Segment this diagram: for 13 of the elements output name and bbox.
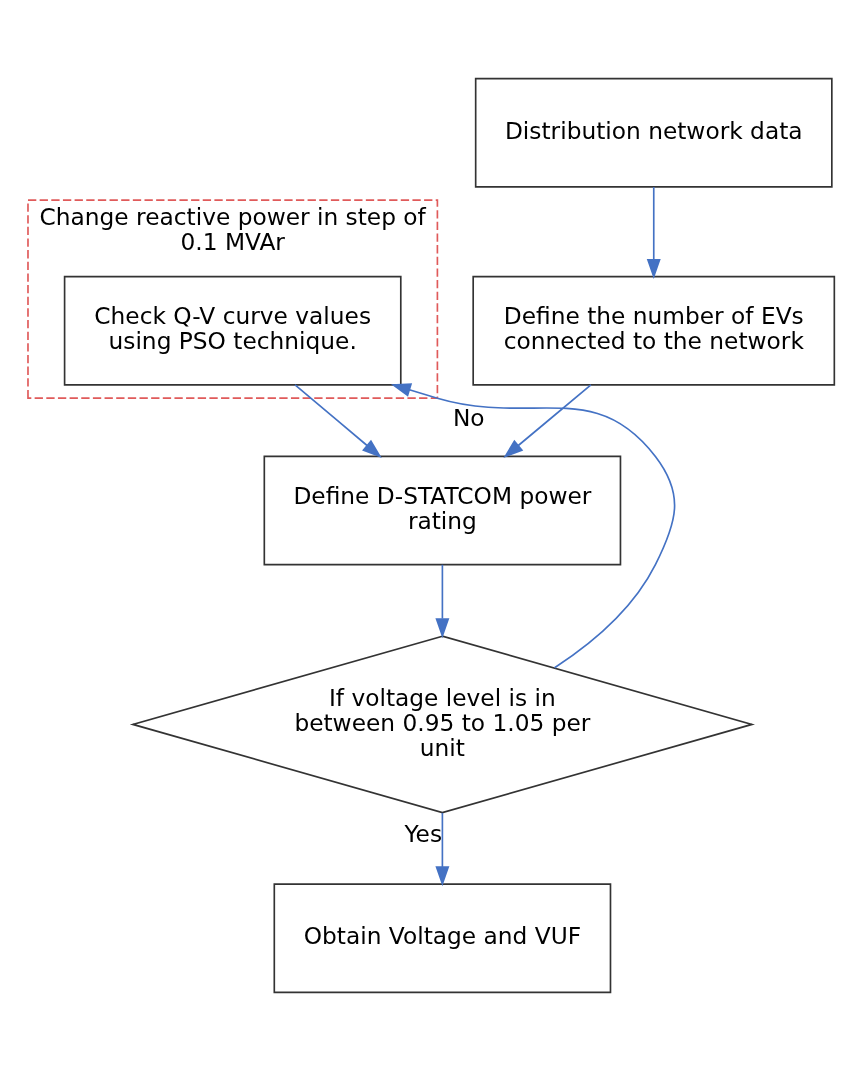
node-box: Check Q-V curve values using PSO technique. (63, 275, 402, 386)
edge-label: No (452, 403, 485, 431)
arrow (435, 811, 450, 886)
node-box: Define D-STATCOM power rating (263, 455, 622, 565)
node-box: Define the number of EVs connected to the network (472, 275, 836, 386)
node-diamond: If voltage level is in between 0.95 to 1.05 per unit (129, 634, 755, 813)
arrow (391, 382, 676, 669)
node-box: Obtain Voltage and VUF (273, 882, 612, 993)
edge-label: Yes (404, 819, 443, 847)
arrow (435, 563, 450, 638)
arrow (646, 185, 661, 279)
node-box: Distribution network data (474, 77, 833, 188)
arrow (503, 383, 592, 458)
